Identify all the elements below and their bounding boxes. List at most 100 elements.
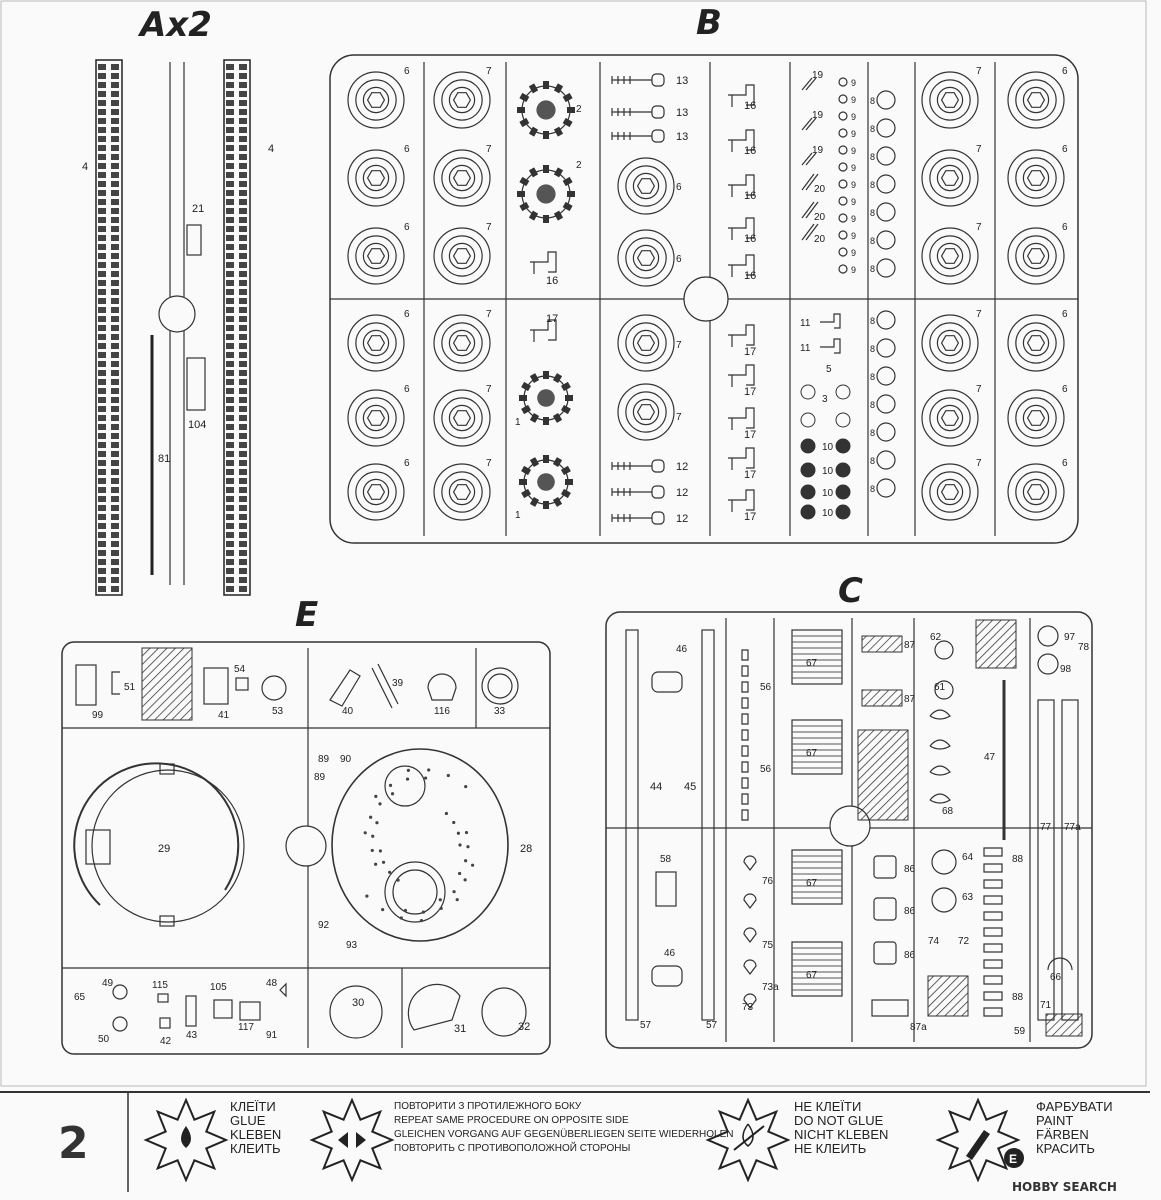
part-17	[530, 319, 557, 342]
part-number-label: 7	[976, 384, 982, 395]
part-68	[929, 739, 951, 750]
track-link	[226, 370, 234, 376]
part-16	[530, 251, 557, 274]
part-number-label: 8	[870, 344, 875, 354]
track-link	[239, 415, 247, 421]
track-link	[98, 73, 106, 79]
part-number-label: 5	[826, 364, 832, 375]
track-link	[226, 442, 234, 448]
track-link	[226, 514, 234, 520]
part-86	[873, 855, 897, 879]
part-number-label: 68	[942, 806, 954, 817]
sprue-b-title: B	[696, 3, 722, 43]
part-9	[838, 145, 848, 155]
part-number-label: 7	[976, 144, 982, 155]
track-link	[226, 550, 234, 556]
track-link	[111, 388, 119, 394]
track-link	[111, 127, 119, 133]
part-105	[213, 999, 233, 1019]
track-link	[98, 388, 106, 394]
part-number-label: 30	[352, 997, 364, 1009]
track-link	[111, 505, 119, 511]
track-link	[98, 361, 106, 367]
part-number-label: 32	[518, 1021, 530, 1033]
part-9	[838, 196, 848, 206]
part-9	[838, 247, 848, 257]
part-8	[876, 338, 896, 358]
track-link	[226, 478, 234, 484]
track-link	[226, 82, 234, 88]
track-link	[111, 298, 119, 304]
track-link	[239, 307, 247, 313]
part-number-label: 8	[870, 124, 875, 134]
part-16	[728, 129, 755, 152]
part-11	[820, 313, 841, 329]
track-link	[226, 352, 234, 358]
track-link	[98, 325, 106, 331]
part-number-label: 2	[576, 160, 582, 171]
part-13	[611, 132, 652, 140]
sprue-a-runner	[169, 62, 185, 585]
part-number-label: 117	[238, 1022, 254, 1033]
part-20	[801, 223, 819, 241]
track-link	[226, 505, 234, 511]
track-link	[226, 541, 234, 547]
part-86	[873, 897, 897, 921]
track-link	[239, 568, 247, 574]
part-number-label: 72	[958, 936, 970, 947]
track-link	[239, 370, 247, 376]
part-number-label: 33	[494, 706, 506, 717]
road-wheel	[1007, 71, 1065, 129]
part-30	[329, 985, 383, 1039]
track-link	[226, 127, 234, 133]
part-number-label: 3	[822, 394, 828, 405]
track-link	[111, 433, 119, 439]
track-link	[226, 379, 234, 385]
part-number-label: 20	[814, 234, 826, 245]
part-number-label: 87	[904, 694, 916, 705]
track-link	[98, 271, 106, 277]
part-number-label: 92	[318, 920, 330, 931]
track-link	[239, 118, 247, 124]
part-number-label: 8	[870, 236, 875, 246]
part-number-label: 99	[92, 710, 104, 721]
part-31	[407, 983, 461, 1031]
sprocket	[517, 81, 575, 139]
part-number-label: 9	[851, 95, 856, 105]
sprue-a-gate	[158, 295, 196, 333]
part-75	[743, 893, 757, 909]
track-link	[239, 244, 247, 250]
track-link	[98, 298, 106, 304]
part-number-label: 90	[340, 754, 352, 765]
part-63	[931, 887, 957, 913]
part-56	[741, 649, 749, 661]
part-12	[611, 462, 652, 470]
track-link	[111, 460, 119, 466]
track-link	[111, 217, 119, 223]
part-12-end	[651, 511, 665, 525]
track-link	[226, 190, 234, 196]
track-link	[98, 226, 106, 232]
track-link	[226, 388, 234, 394]
track-link	[111, 271, 119, 277]
part-115	[157, 993, 169, 1003]
part-9	[838, 111, 848, 121]
track-link	[239, 451, 247, 457]
part-number-label: 16	[744, 190, 756, 202]
part-19	[801, 117, 817, 131]
part-46	[651, 965, 683, 987]
part-number-label: 6	[676, 182, 682, 193]
part-number-label: 77a	[1064, 822, 1081, 833]
part-66	[1047, 957, 1073, 971]
part-number-label: 7	[976, 309, 982, 320]
track-link	[98, 541, 106, 547]
part-88	[983, 927, 1003, 937]
part-68	[929, 765, 951, 776]
track-link	[98, 478, 106, 484]
part-51	[111, 671, 120, 695]
track-link	[98, 91, 106, 97]
part-75	[743, 927, 757, 943]
track-link	[226, 289, 234, 295]
track-link	[239, 514, 247, 520]
part-number-label: 8	[870, 180, 875, 190]
